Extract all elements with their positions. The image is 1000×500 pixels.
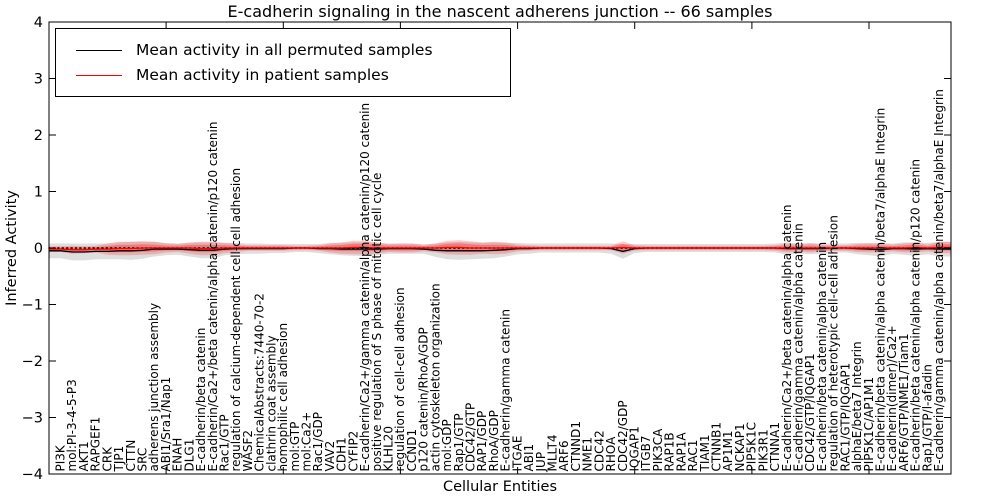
entity-label: RAP1/GDP [475, 411, 489, 472]
entity-label: TJP1 [112, 446, 126, 473]
entity-label: RhoA/GDP [487, 410, 501, 471]
entity-label: DLG1 [182, 439, 196, 472]
entity-label: RAP1B [663, 432, 677, 471]
entity-label: positive regulation of S phase of mitoti… [370, 173, 384, 472]
x-axis-label: Cellular Entities [442, 479, 558, 495]
entity-label: ENAH [171, 438, 185, 472]
y-tick-label: −2 [22, 354, 43, 370]
entity-label: RAPGEF1 [89, 417, 103, 472]
entity-label: regulation of calcium-dependent cell-cel… [229, 168, 243, 472]
entity-label: actin cytoskeleton organization [428, 283, 442, 471]
chart-title: E-cadherin signaling in the nascent adhe… [227, 2, 773, 21]
entity-label: E-cadherin(dimer)/Ca2+ [885, 325, 899, 471]
entity-label: CCND1 [405, 429, 419, 472]
entity-label: adherens junction assembly [147, 303, 161, 472]
entity-label: CTNNB1 [710, 422, 724, 472]
entity-label: CTTN [124, 440, 138, 472]
entity-label: Rac1/GTP [218, 414, 232, 471]
entity-label: CYFIP2 [346, 431, 360, 472]
entity-label: ARF6/GTP/NME1/Tiam1 [897, 333, 911, 471]
entity-label: PIK3CA [651, 428, 665, 472]
entity-label: CDC42/GDP [616, 400, 630, 471]
entity-label: PIK3R1 [756, 429, 770, 471]
entity-label: CDH1 [335, 437, 349, 471]
entity-label: regulation of heterotypic cell-cell adhe… [827, 215, 841, 471]
entity-label: homophilic cell adhesion [276, 323, 290, 472]
entity-label: mol:PI-3-4-5-P3 [65, 379, 79, 471]
entity-label: ChemicalAbstracts:7440-70-2 [253, 293, 267, 471]
legend-label-patient: Mean activity in patient samples [136, 66, 389, 84]
entity-label: CDC42/GTP/IQGAP1 [803, 353, 817, 471]
entity-label: TIAM1 [698, 434, 712, 472]
entity-label: CTNND1 [569, 421, 583, 472]
y-tick-label: 3 [34, 72, 43, 88]
entity-label: ITGAE [510, 436, 524, 472]
entity-label: WASF2 [241, 430, 255, 472]
entity-label: AKT1 [77, 441, 91, 471]
entity-label: CDC42/GTP [464, 403, 478, 472]
legend: Mean activity in all permuted samples Me… [55, 28, 511, 97]
entity-label: mol:Ca2+ [300, 412, 314, 472]
entity-label: JUP [534, 452, 548, 473]
entity-label: alphaE/beta7 Integrin [850, 341, 864, 471]
legend-row-patient: Mean activity in patient samples [72, 66, 494, 84]
entity-label: E-cadherin/beta catenin/alpha catenin/p1… [909, 159, 923, 472]
entity-label: VAV2 [323, 441, 337, 472]
entity-label: regulation of cell-cell adhesion [393, 287, 407, 471]
entity-label: Rac1/GDP [311, 412, 325, 471]
entity-label: mol:GDP [440, 419, 454, 471]
legend-label-permuted: Mean activity in all permuted samples [136, 41, 433, 59]
permuted-std-band [49, 241, 951, 261]
entity-label: E-cadherin/Ca2+/gamma catenin/alpha cate… [358, 103, 372, 472]
legend-row-permuted: Mean activity in all permuted samples [72, 41, 494, 59]
entity-label: NME1 [581, 437, 595, 472]
entity-label: E-cadherin/gamma catenin [499, 309, 513, 472]
entity-label: E-cadherin/beta catenin [194, 328, 208, 472]
entity-label: PI3K [54, 444, 68, 471]
entity-label: ITGB7 [639, 435, 653, 471]
entity-label: RAC1/GTP/IQGAP1 [838, 363, 852, 472]
patient-line-swatch-icon [76, 74, 122, 76]
permuted-line-swatch-icon [76, 49, 122, 51]
y-tick-label: −4 [22, 467, 43, 483]
entity-label: ABI1/Sra1/Nap1 [159, 377, 173, 472]
entity-label: ARF6 [557, 440, 571, 471]
entity-label: SRC [136, 448, 150, 472]
entity-label: RAC1 [686, 440, 700, 472]
entity-label: ABI1 [522, 444, 536, 472]
entity-label: E-cadherin/gamma catenin/alpha catenin/b… [932, 89, 946, 471]
entity-label: NCKAP1 [733, 423, 747, 471]
entity-label: E-cadherin/beta catenin/alpha catenin [815, 242, 829, 472]
y-tick-label: −3 [22, 411, 43, 427]
entity-label: IQGAP1 [628, 426, 642, 471]
entity-label: CRK [100, 446, 114, 472]
y-tick-label: 0 [34, 241, 43, 257]
y-tick-label: 1 [34, 185, 43, 201]
entity-label: PIP5K1C/AP1M1 [862, 377, 876, 472]
entity-label: RAP1A [674, 432, 688, 472]
entity-label: clathrin coat assembly [264, 335, 278, 471]
patient-mean-line [49, 246, 951, 251]
entity-label: KLHL20 [382, 426, 396, 472]
entity-label: RHOA [604, 436, 618, 472]
entity-label: p120 catenin/RhoA/GDP [417, 327, 431, 471]
entity-label: E-cadherin/Ca2+/beta catenin/alpha caten… [780, 204, 794, 471]
y-axis-label: Inferred Activity [4, 190, 20, 306]
entity-label: mol:GTP [288, 422, 302, 472]
y-tick-label: −1 [22, 298, 43, 314]
entity-label: E-cadherin/beta catenin/alpha catenin/be… [874, 108, 888, 472]
entity-label: MLLT4 [546, 434, 560, 471]
entity-label: Rap1/GTP/l-afadin [920, 364, 934, 471]
entity-label: AP1M1 [721, 430, 735, 471]
entity-label: PIP5K1C [745, 422, 759, 472]
y-tick-label: 2 [34, 128, 43, 144]
entity-label: Rap1/GTP [452, 413, 466, 471]
entity-label: E-cadherin/Ca2+/beta catenin/alpha caten… [206, 122, 220, 472]
entity-label: E-cadherin/gamma catenin/alpha catenin [792, 223, 806, 471]
y-tick-label: 4 [34, 15, 43, 31]
entity-label: CTNNA1 [768, 422, 782, 472]
entity-label: CDC42 [592, 430, 606, 471]
